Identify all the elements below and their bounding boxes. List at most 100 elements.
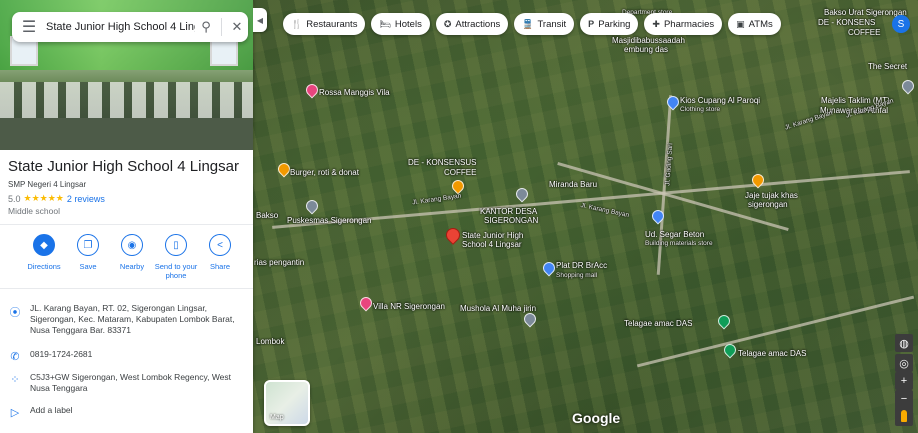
place-category[interactable]: Middle school xyxy=(8,206,60,216)
place-panel: ☰ State Junior High School 4 Lingsar ⚲ ✕… xyxy=(0,0,253,433)
map-label-miranda[interactable]: Miranda Baru xyxy=(549,180,598,189)
map-label-de-konsens-top-sub: COFFEE xyxy=(848,28,881,37)
directions-icon: ◆ xyxy=(33,234,55,256)
address-text: JL. Karang Bayan, RT. 02, Sigerongan Lin… xyxy=(30,303,235,335)
map-label-jaje[interactable]: Jaje tujak khas xyxy=(745,191,798,200)
chip-restaurants[interactable]: 🍴Restaurants xyxy=(283,13,366,35)
map-label-villa-nr[interactable]: Villa NR Sigerongan xyxy=(373,302,445,311)
search-input[interactable]: State Junior High School 4 Lingsar xyxy=(46,21,195,33)
map-label-school-2: School 4 Lingsar xyxy=(462,240,522,249)
nearby-button[interactable]: ◉ Nearby xyxy=(110,234,154,280)
atm-icon: ▣ xyxy=(736,18,745,29)
chip-atms[interactable]: ▣ATMs xyxy=(728,13,781,35)
phone-text: 0819-1724-2681 xyxy=(30,349,93,359)
my-location-icon: ◎ xyxy=(899,357,909,370)
layers-button[interactable]: ◍ xyxy=(895,334,913,352)
hotel-icon: 🛏 xyxy=(379,18,391,29)
action-label: Nearby xyxy=(119,262,145,271)
menu-button[interactable]: ☰ xyxy=(12,17,46,37)
rating-value: 5.0 xyxy=(8,193,21,204)
map-label-majelis-2: Munawaratul Athfal xyxy=(820,106,889,115)
chip-transit[interactable]: 🚆Transit xyxy=(514,13,575,35)
transit-icon: 🚆 xyxy=(522,18,534,29)
plus-code-row[interactable]: ⁘ C5J3+GW Sigerongan, West Lombok Regenc… xyxy=(0,372,253,394)
map-label-school[interactable]: State Junior High xyxy=(462,231,524,240)
attractions-icon: ✪ xyxy=(443,18,452,29)
send-to-phone-icon: ▯ xyxy=(165,234,187,256)
search-divider xyxy=(221,18,222,36)
save-button[interactable]: ❐ Save xyxy=(66,234,110,280)
star-rating: ★★★★★ xyxy=(23,193,64,203)
clear-search-button[interactable]: ✕ xyxy=(226,19,248,35)
map-label-kantor-desa[interactable]: KANTOR DESA xyxy=(480,207,538,216)
map-label-kios[interactable]: Kios Cupang Al Paroqi xyxy=(680,96,761,105)
chip-pharmacies[interactable]: ✚Pharmacies xyxy=(644,13,723,35)
phone-row[interactable]: ✆ 0819-1724-2681 xyxy=(0,349,253,363)
send-to-phone-button[interactable]: ▯ Send to your phone xyxy=(154,234,198,280)
map-label-puskesmas[interactable]: Puskesmas Sigerongan xyxy=(287,216,372,225)
street-view-pegman[interactable] xyxy=(895,406,913,426)
map-type-label: Map xyxy=(270,414,284,421)
map-label-de-konsens-top[interactable]: DE - KONSENS xyxy=(818,18,876,27)
address-row[interactable]: ⦿ JL. Karang Bayan, RT. 02, Sigerongan L… xyxy=(0,303,253,336)
map-label-ud-segar-sub: Building materials store xyxy=(645,240,713,247)
plus-code-icon: ⁘ xyxy=(10,374,20,386)
nearby-icon: ◉ xyxy=(121,234,143,256)
map-label-bakso[interactable]: Bakso xyxy=(256,211,279,220)
chevron-left-icon: ◀ xyxy=(256,15,264,25)
map-label-telagae-2[interactable]: Telagae amac DAS xyxy=(738,349,807,358)
map-label-telagae-1[interactable]: Telagae amac DAS xyxy=(624,319,693,328)
search-icon: ⚲ xyxy=(201,19,211,34)
photo-floor xyxy=(0,118,253,150)
account-avatar[interactable]: S xyxy=(892,15,910,33)
map-label-masjid-2: embung das xyxy=(624,45,669,54)
plus-icon: + xyxy=(900,375,908,387)
chip-attractions[interactable]: ✪Attractions xyxy=(435,13,509,35)
map-label-kios-sub: Clothing store xyxy=(680,106,721,113)
map-label-mushola[interactable]: Mushola Al Muha jirin xyxy=(460,304,537,313)
map-label-dept-store: Department store xyxy=(622,9,673,16)
map-label-majelis[interactable]: Majelis Taklim (MT) xyxy=(821,96,890,105)
satellite-map[interactable] xyxy=(253,0,918,433)
map-label-dekonsensus-sub: COFFEE xyxy=(444,168,477,177)
map-label-rias[interactable]: rias pengantin xyxy=(254,258,305,267)
map-label-secret[interactable]: The Secret xyxy=(868,62,908,71)
place-local-name: SMP Negeri 4 Lingsar xyxy=(8,180,87,189)
reviews-link[interactable]: 2 reviews xyxy=(66,193,105,204)
add-label-text: Add a label xyxy=(30,405,73,415)
map-label-bakso-urat[interactable]: Bakso Urat Sigerongan xyxy=(824,8,907,17)
zoom-out-button[interactable]: − xyxy=(895,390,913,408)
layers-icon: ◍ xyxy=(899,337,909,350)
map-label-plat-dr[interactable]: Plat DR BrAcc xyxy=(556,261,608,270)
share-button[interactable]: < Share xyxy=(198,234,242,280)
my-location-button[interactable]: ◎ xyxy=(895,354,913,372)
map-label-ud-segar[interactable]: Ud. Segar Beton xyxy=(645,230,705,239)
restaurant-icon: 🍴 xyxy=(291,18,303,29)
search-button[interactable]: ⚲ xyxy=(195,19,217,35)
action-buttons: ◆ Directions ❐ Save ◉ Nearby ▯ Send to y… xyxy=(22,234,242,280)
map-fields-texture xyxy=(253,0,918,433)
parking-icon: P xyxy=(588,19,595,29)
add-label-row[interactable]: ▷ Add a label xyxy=(0,405,253,419)
map-label-jaje-2: sigerongan xyxy=(748,200,788,209)
map-label-rossa[interactable]: Rossa Manggis Vila xyxy=(319,88,390,97)
close-icon: ✕ xyxy=(231,19,243,34)
chip-hotels[interactable]: 🛏Hotels xyxy=(371,13,430,35)
map-label-masjid[interactable]: Masjidibabussaadah xyxy=(612,36,685,45)
collapse-panel-button[interactable]: ◀ xyxy=(253,8,267,32)
share-icon: < xyxy=(209,234,231,256)
plus-code-text: C5J3+GW Sigerongan, West Lombok Regency,… xyxy=(30,372,232,393)
zoom-in-button[interactable]: + xyxy=(895,372,913,390)
directions-button[interactable]: ◆ Directions xyxy=(22,234,66,280)
map-label-dekonsensus[interactable]: DE - KONSENSUS xyxy=(408,158,477,167)
location-pin-icon: ⦿ xyxy=(9,307,21,319)
pharmacy-icon: ✚ xyxy=(652,18,660,29)
place-title: State Junior High School 4 Lingsar xyxy=(8,158,239,175)
map-type-toggle[interactable]: Map xyxy=(264,380,310,426)
divider xyxy=(0,224,253,225)
action-label: Send to your phone xyxy=(154,262,198,280)
bookmark-icon: ❐ xyxy=(77,234,99,256)
map-label-burger[interactable]: Burger, roti & donat xyxy=(290,168,359,177)
label-icon: ▷ xyxy=(10,407,20,419)
